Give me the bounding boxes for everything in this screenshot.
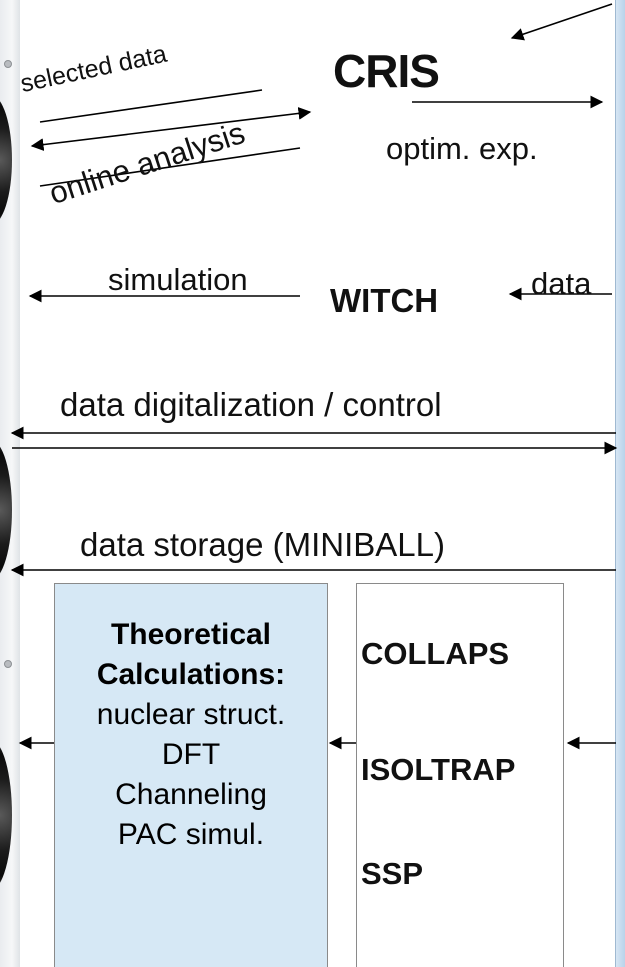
witch-label: WITCH — [330, 282, 439, 319]
knob-icon — [0, 440, 12, 580]
theory-item: nuclear struct. — [96, 698, 286, 731]
theoretical-calculations-box: Theoretical Calculations: nuclear struct… — [54, 583, 328, 967]
theory-item: PAC simul. — [117, 818, 265, 851]
simulation-label: simulation — [108, 262, 248, 297]
optim-exp-label: optim. exp. — [386, 131, 538, 166]
window-edge — [615, 0, 625, 967]
knob-icon — [0, 95, 12, 225]
experiments-box: COLLAPS ISOLTRAP SSP — [356, 583, 564, 967]
hardware-panel — [0, 0, 20, 967]
cris-label: CRIS — [333, 45, 440, 97]
knob-icon — [0, 740, 12, 890]
top-incoming-arrow — [510, 3, 613, 41]
selected-data-bidirectional-arrow — [30, 107, 312, 151]
screw-icon — [4, 660, 12, 668]
theory-item: Channeling — [115, 778, 267, 811]
experiment-item: ISOLTRAP — [361, 752, 516, 787]
screw-icon — [4, 60, 12, 68]
storage-label: data storage (MINIBALL) — [80, 526, 445, 563]
data-label: data — [531, 266, 592, 301]
online-analysis-line — [39, 147, 301, 187]
experiment-item: COLLAPS — [361, 636, 510, 671]
theory-title-line1: Theoretical — [110, 618, 272, 651]
digitalization-label: data digitalization / control — [60, 386, 442, 423]
experiment-item: SSP — [361, 856, 424, 891]
theory-item: DFT — [161, 738, 221, 771]
theory-title-line2: Calculations: — [96, 658, 286, 691]
